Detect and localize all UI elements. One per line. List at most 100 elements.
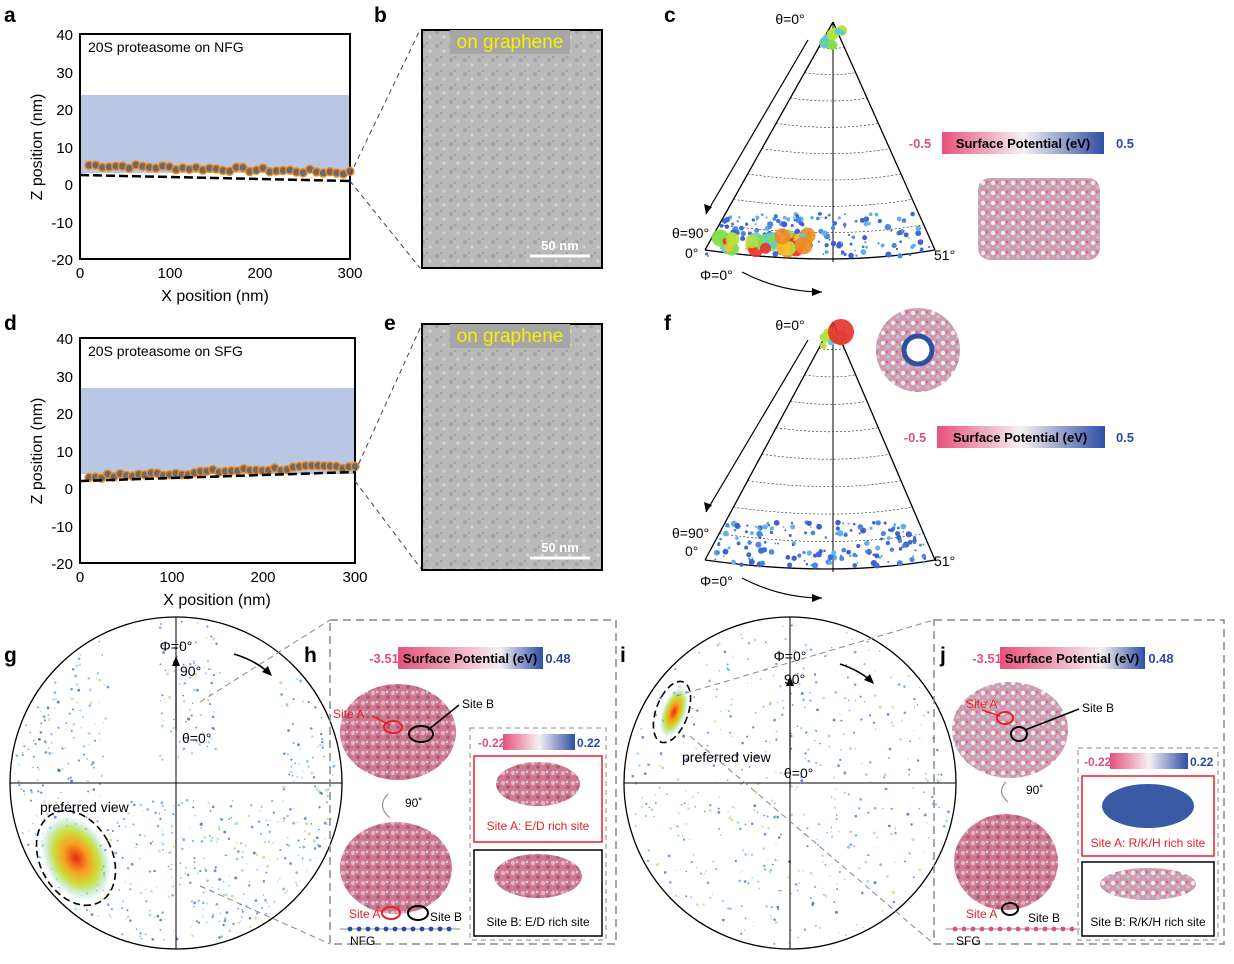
orientation-dot — [795, 216, 802, 223]
orientation-dot — [313, 847, 317, 850]
orientation-dot — [277, 821, 279, 823]
orientation-dot — [145, 888, 147, 891]
orientation-dot — [30, 799, 33, 802]
orientation-dot — [725, 232, 740, 247]
orientation-dot — [912, 555, 915, 558]
orientation-dot — [838, 931, 840, 934]
orientation-dot — [843, 212, 846, 216]
orientation-dot — [852, 731, 856, 734]
orientation-dot — [161, 842, 165, 846]
orientation-dot — [912, 243, 916, 248]
orientation-dot — [866, 879, 870, 883]
orientation-dot — [923, 813, 927, 817]
orientation-dot — [864, 860, 868, 864]
orientation-dot — [85, 909, 88, 911]
orientation-dot — [857, 524, 864, 530]
orientation-dot — [807, 748, 810, 751]
orientation-dot — [757, 881, 760, 883]
orientation-dot — [776, 859, 779, 862]
orientation-dot — [822, 861, 824, 863]
orientation-dot — [805, 563, 809, 566]
orientation-dot — [126, 909, 129, 912]
orientation-dot — [887, 824, 891, 828]
orientation-dot — [788, 534, 792, 538]
orientation-dot — [914, 549, 917, 552]
orientation-dot — [919, 737, 921, 740]
orientation-dot — [159, 918, 162, 922]
orientation-dot — [70, 779, 74, 783]
orientation-dot — [912, 541, 917, 545]
colorbar-c — [942, 132, 1104, 154]
orientation-dot — [78, 800, 81, 803]
wedge-arc — [719, 533, 924, 542]
orientation-dot — [819, 927, 821, 929]
orientation-dot — [241, 856, 244, 859]
ytick: 20 — [56, 406, 73, 423]
orientation-dot — [794, 788, 797, 791]
orientation-dot — [682, 734, 686, 738]
orientation-dot — [767, 827, 770, 830]
proteasome-side-view-image — [978, 178, 1100, 260]
orientation-dot — [43, 719, 46, 722]
orientation-dot — [800, 776, 803, 778]
orientation-dot — [716, 644, 719, 646]
orientation-dot — [880, 530, 886, 537]
orientation-dot — [900, 563, 902, 566]
orientation-dot — [139, 932, 142, 935]
substrate-dot — [961, 926, 967, 932]
orientation-dot — [212, 711, 215, 714]
site-b-surface-h — [494, 854, 582, 898]
orientation-dot — [802, 813, 806, 816]
orientation-dot — [924, 778, 928, 781]
orientation-dot — [876, 836, 878, 839]
orientation-dot — [803, 559, 806, 562]
orientation-dot — [744, 823, 747, 826]
orientation-dot — [210, 635, 213, 638]
orientation-dot — [727, 525, 730, 528]
orientation-dot — [27, 748, 30, 751]
orientation-dot — [154, 811, 157, 814]
orientation-dot — [148, 870, 151, 873]
orientation-dot — [767, 221, 774, 228]
orientation-dot — [849, 830, 852, 834]
orientation-dot — [879, 863, 883, 867]
wedge-arc — [776, 123, 879, 128]
theta-label-g: θ=0° — [182, 730, 211, 746]
orientation-dot — [296, 776, 299, 779]
orientation-dot — [740, 932, 743, 935]
orientation-dot — [869, 761, 872, 764]
orientation-dot — [121, 856, 124, 859]
orientation-dot — [772, 674, 775, 677]
panel-i: i Φ=0° 90° θ=0° preferred view — [620, 616, 957, 950]
orientation-dot — [212, 913, 214, 915]
orientation-dot — [193, 906, 195, 908]
orientation-dot — [57, 797, 60, 800]
orientation-dot — [163, 938, 165, 941]
orientation-dot — [729, 907, 732, 910]
orientation-dot — [67, 762, 70, 765]
orientation-dot — [172, 885, 175, 888]
orientation-dot — [129, 888, 132, 891]
orientation-dot — [869, 780, 872, 783]
orientation-dot — [696, 709, 699, 712]
orientation-dot — [168, 695, 172, 699]
orientation-dot — [728, 816, 732, 819]
site-b-surface-j — [1100, 868, 1196, 900]
orientation-dot — [321, 746, 324, 749]
orientation-dot — [896, 560, 903, 567]
orientation-dot — [899, 738, 902, 741]
x-axis-label-d: X position (nm) — [163, 592, 271, 609]
orientation-dot — [763, 540, 767, 544]
panel-letter-h: h — [304, 644, 317, 667]
orientation-dot — [739, 562, 744, 567]
orientation-dot — [654, 801, 657, 805]
orientation-dot — [827, 734, 831, 738]
panel-h: h -3.51 0.48 Surface Potential (eV) Site… — [304, 619, 617, 948]
panel-letter-f: f — [664, 312, 672, 335]
orientation-dot — [903, 711, 906, 715]
orientation-dot — [326, 794, 329, 797]
orientation-dot — [43, 817, 46, 820]
orientation-dot — [877, 218, 883, 224]
orientation-dot — [267, 906, 270, 908]
orientation-dot — [813, 673, 817, 676]
